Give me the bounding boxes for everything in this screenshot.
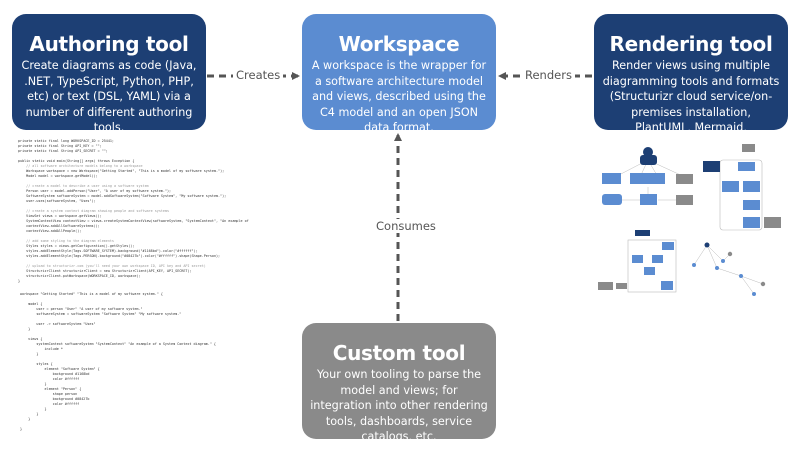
consumes-label: Consumes (373, 219, 439, 233)
workspace-description: A workspace is the wrapper for a softwar… (311, 59, 487, 134)
custom-tool-box: Custom tool Your own tooling to parse th… (302, 323, 496, 443)
code-line: user.uses(softwareSystem, "Uses"); (18, 199, 96, 203)
code-line: } (20, 407, 47, 411)
code-line: Styles styles = views.getConfiguration()… (18, 244, 135, 248)
code-line: shape person (20, 392, 78, 396)
custom-tool-title: Custom tool (332, 341, 466, 365)
code-line: StructurizrClient structurizrClient = ne… (18, 269, 192, 273)
code-line: ViewSet views = workspace.getViews(); (18, 214, 102, 218)
rendering-tool-title: Rendering tool (609, 32, 773, 56)
code-line: element "Person" { (20, 387, 82, 391)
code-line: } (20, 427, 23, 431)
rendering-tool-box: Rendering tool Render views using multip… (594, 14, 788, 165)
rendered-diagram-thumbnails (598, 144, 781, 296)
code-line: Workspace workspace = new Workspace("Get… (18, 169, 225, 173)
code-line: softwareSystem = softwareSystem "Softwar… (20, 312, 182, 316)
custom-tool-description: Your own tooling to parse the model and … (310, 368, 488, 443)
code-line: public static void main(String[] args) t… (18, 159, 135, 163)
code-line: color #ffffff (20, 402, 80, 406)
code-line: } (20, 412, 39, 416)
code-line: } (18, 279, 21, 283)
rendering-tool-description: Render views using multiple diagramming … (602, 59, 780, 165)
code-line: SoftwareSystem softwareSystem = model.ad… (18, 194, 227, 198)
code-line: structurizrClient.putWorkspace(WORKSPACE… (18, 274, 141, 278)
code-line: // create a system context diagram showi… (18, 209, 170, 213)
authoring-tool-title: Authoring tool (29, 32, 189, 56)
code-line: SystemContextView contextView = views.cr… (18, 219, 249, 223)
code-line: contextView.addAllPeople(); (18, 229, 82, 233)
workspace-title: Workspace (338, 32, 460, 56)
person-icon (643, 147, 653, 157)
code-line: systemContext softwareSystem "SystemCont… (20, 342, 216, 346)
code-line: model { (20, 302, 43, 306)
code-line: Person user = model.addPerson("User", "A… (18, 189, 172, 193)
code-line: element "Software System" { (20, 367, 100, 371)
code-line: workspace "Getting Started" "This is a m… (20, 292, 163, 296)
code-line: // create a model to describe a user usi… (18, 184, 149, 188)
code-line: color #ffffff (20, 377, 80, 381)
code-line: user -> softwareSystem "Uses" (20, 322, 96, 326)
code-line: private static final long WORKSPACE_ID =… (18, 139, 114, 143)
code-line: // upload to structurizr.com (you'll nee… (18, 264, 206, 268)
authoring-tool-box: Authoring tool Create diagrams as code (… (12, 14, 206, 134)
code-line: // all software architecture models belo… (18, 164, 143, 168)
code-line: background #08427b (20, 397, 90, 401)
code-line: } (20, 382, 47, 386)
code-line: styles.addElementStyle(Tags.PERSON).back… (18, 254, 221, 258)
code-line: background #1168bd (20, 372, 90, 376)
authoring-tool-description: Create diagrams as code (Java, .NET, Typ… (21, 59, 197, 134)
code-line: // add some styling to the diagram eleme… (18, 239, 114, 243)
code-line: } (20, 327, 31, 331)
code-line: } (20, 417, 31, 421)
code-line: private static final String API_KEY = ""… (18, 144, 102, 148)
code-line: Model model = workspace.getModel(); (18, 174, 98, 178)
workspace-box: Workspace A workspace is the wrapper for… (302, 14, 496, 134)
code-line: styles { (20, 362, 53, 366)
code-line: views { (20, 337, 43, 341)
renders-label: Renders (522, 68, 575, 82)
java-code-sample: private static final long WORKSPACE_ID =… (18, 139, 249, 284)
creates-label: Creates (233, 68, 284, 82)
code-line: private static final String API_SECRET =… (18, 149, 108, 153)
code-line: } (20, 352, 39, 356)
code-line: styles.addElementStyle(Tags.SOFTWARE_SYS… (18, 249, 198, 253)
code-line: user = person "User" "A user of my softw… (20, 307, 143, 311)
dsl-code-sample: workspace "Getting Started" "This is a m… (20, 292, 216, 432)
code-line: include * (20, 347, 63, 351)
code-line: contextView.addAllSoftwareSystems(); (18, 224, 100, 228)
